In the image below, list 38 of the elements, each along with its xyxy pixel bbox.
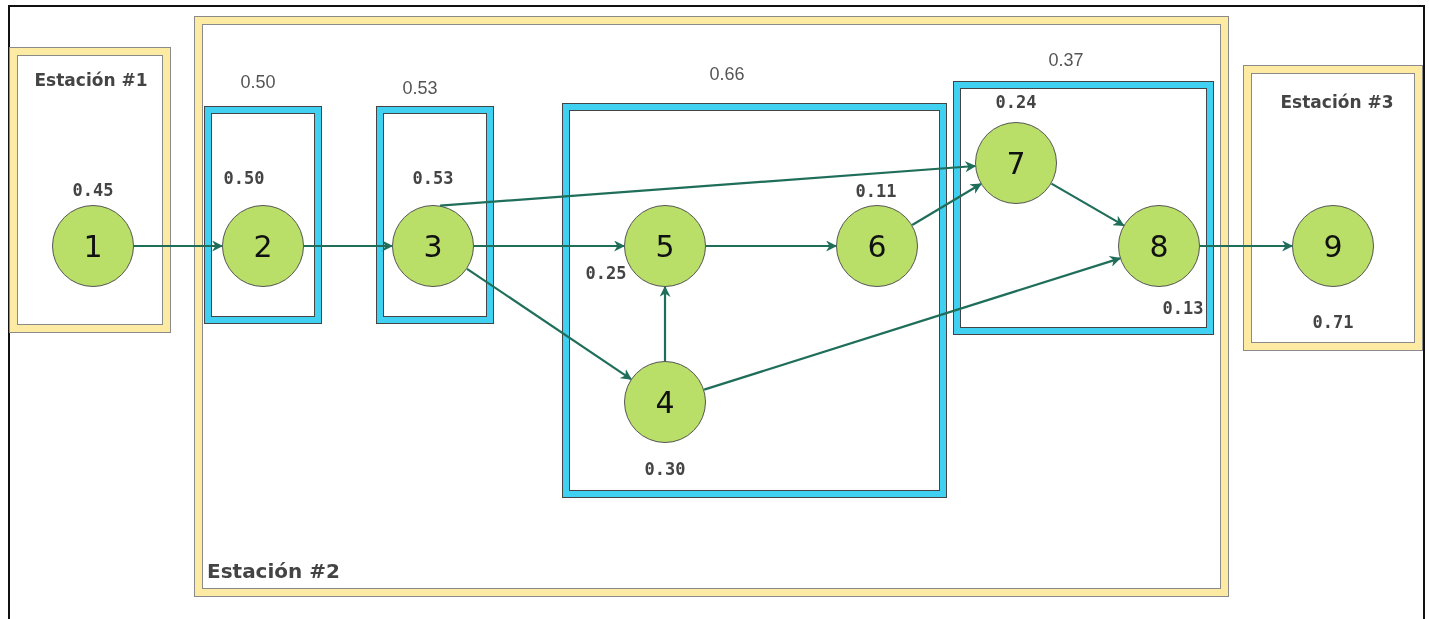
arrow — [1200, 240, 1294, 252]
station-title: Estación #2 — [207, 559, 340, 583]
node-circle: 1 — [52, 205, 134, 287]
node-value-label: 0.25 — [585, 263, 627, 283]
node-circle: 4 — [624, 361, 706, 443]
arrow — [703, 256, 1121, 391]
station-title: Estación #3 — [1280, 92, 1394, 112]
arrow — [134, 240, 224, 252]
arrow — [474, 240, 626, 252]
arrow — [659, 285, 671, 361]
station-frame — [10, 48, 170, 332]
node-circle: 8 — [1118, 205, 1200, 287]
node-value-label: 0.45 — [72, 180, 114, 200]
node-value-label: 0.50 — [223, 168, 265, 188]
group-total-label: 0.66 — [709, 63, 745, 85]
arrow — [440, 161, 977, 207]
node-circle: 7 — [975, 122, 1057, 204]
arrow — [706, 240, 838, 252]
node-circle: 3 — [392, 205, 474, 287]
arrow — [911, 183, 982, 226]
node-value-label: 0.30 — [644, 459, 686, 479]
group-total-label: 0.37 — [1048, 49, 1084, 71]
arrow — [1050, 182, 1125, 227]
node-value-label: 0.24 — [995, 92, 1037, 112]
station-frame — [195, 17, 1228, 596]
node-circle: 9 — [1292, 205, 1374, 287]
node-circle: 2 — [222, 205, 304, 287]
station-frame — [1244, 66, 1422, 350]
node-value-label: 0.53 — [412, 168, 454, 188]
node-value-label: 0.71 — [1312, 312, 1354, 332]
group-total-label: 0.53 — [402, 77, 438, 99]
group-total-label: 0.50 — [240, 71, 276, 93]
arrow — [304, 240, 394, 252]
node-value-label: 0.13 — [1162, 298, 1204, 318]
node-value-label: 0.11 — [855, 181, 897, 201]
station-title: Estación #1 — [34, 70, 148, 90]
node-circle: 6 — [836, 205, 918, 287]
arrow — [466, 267, 632, 381]
